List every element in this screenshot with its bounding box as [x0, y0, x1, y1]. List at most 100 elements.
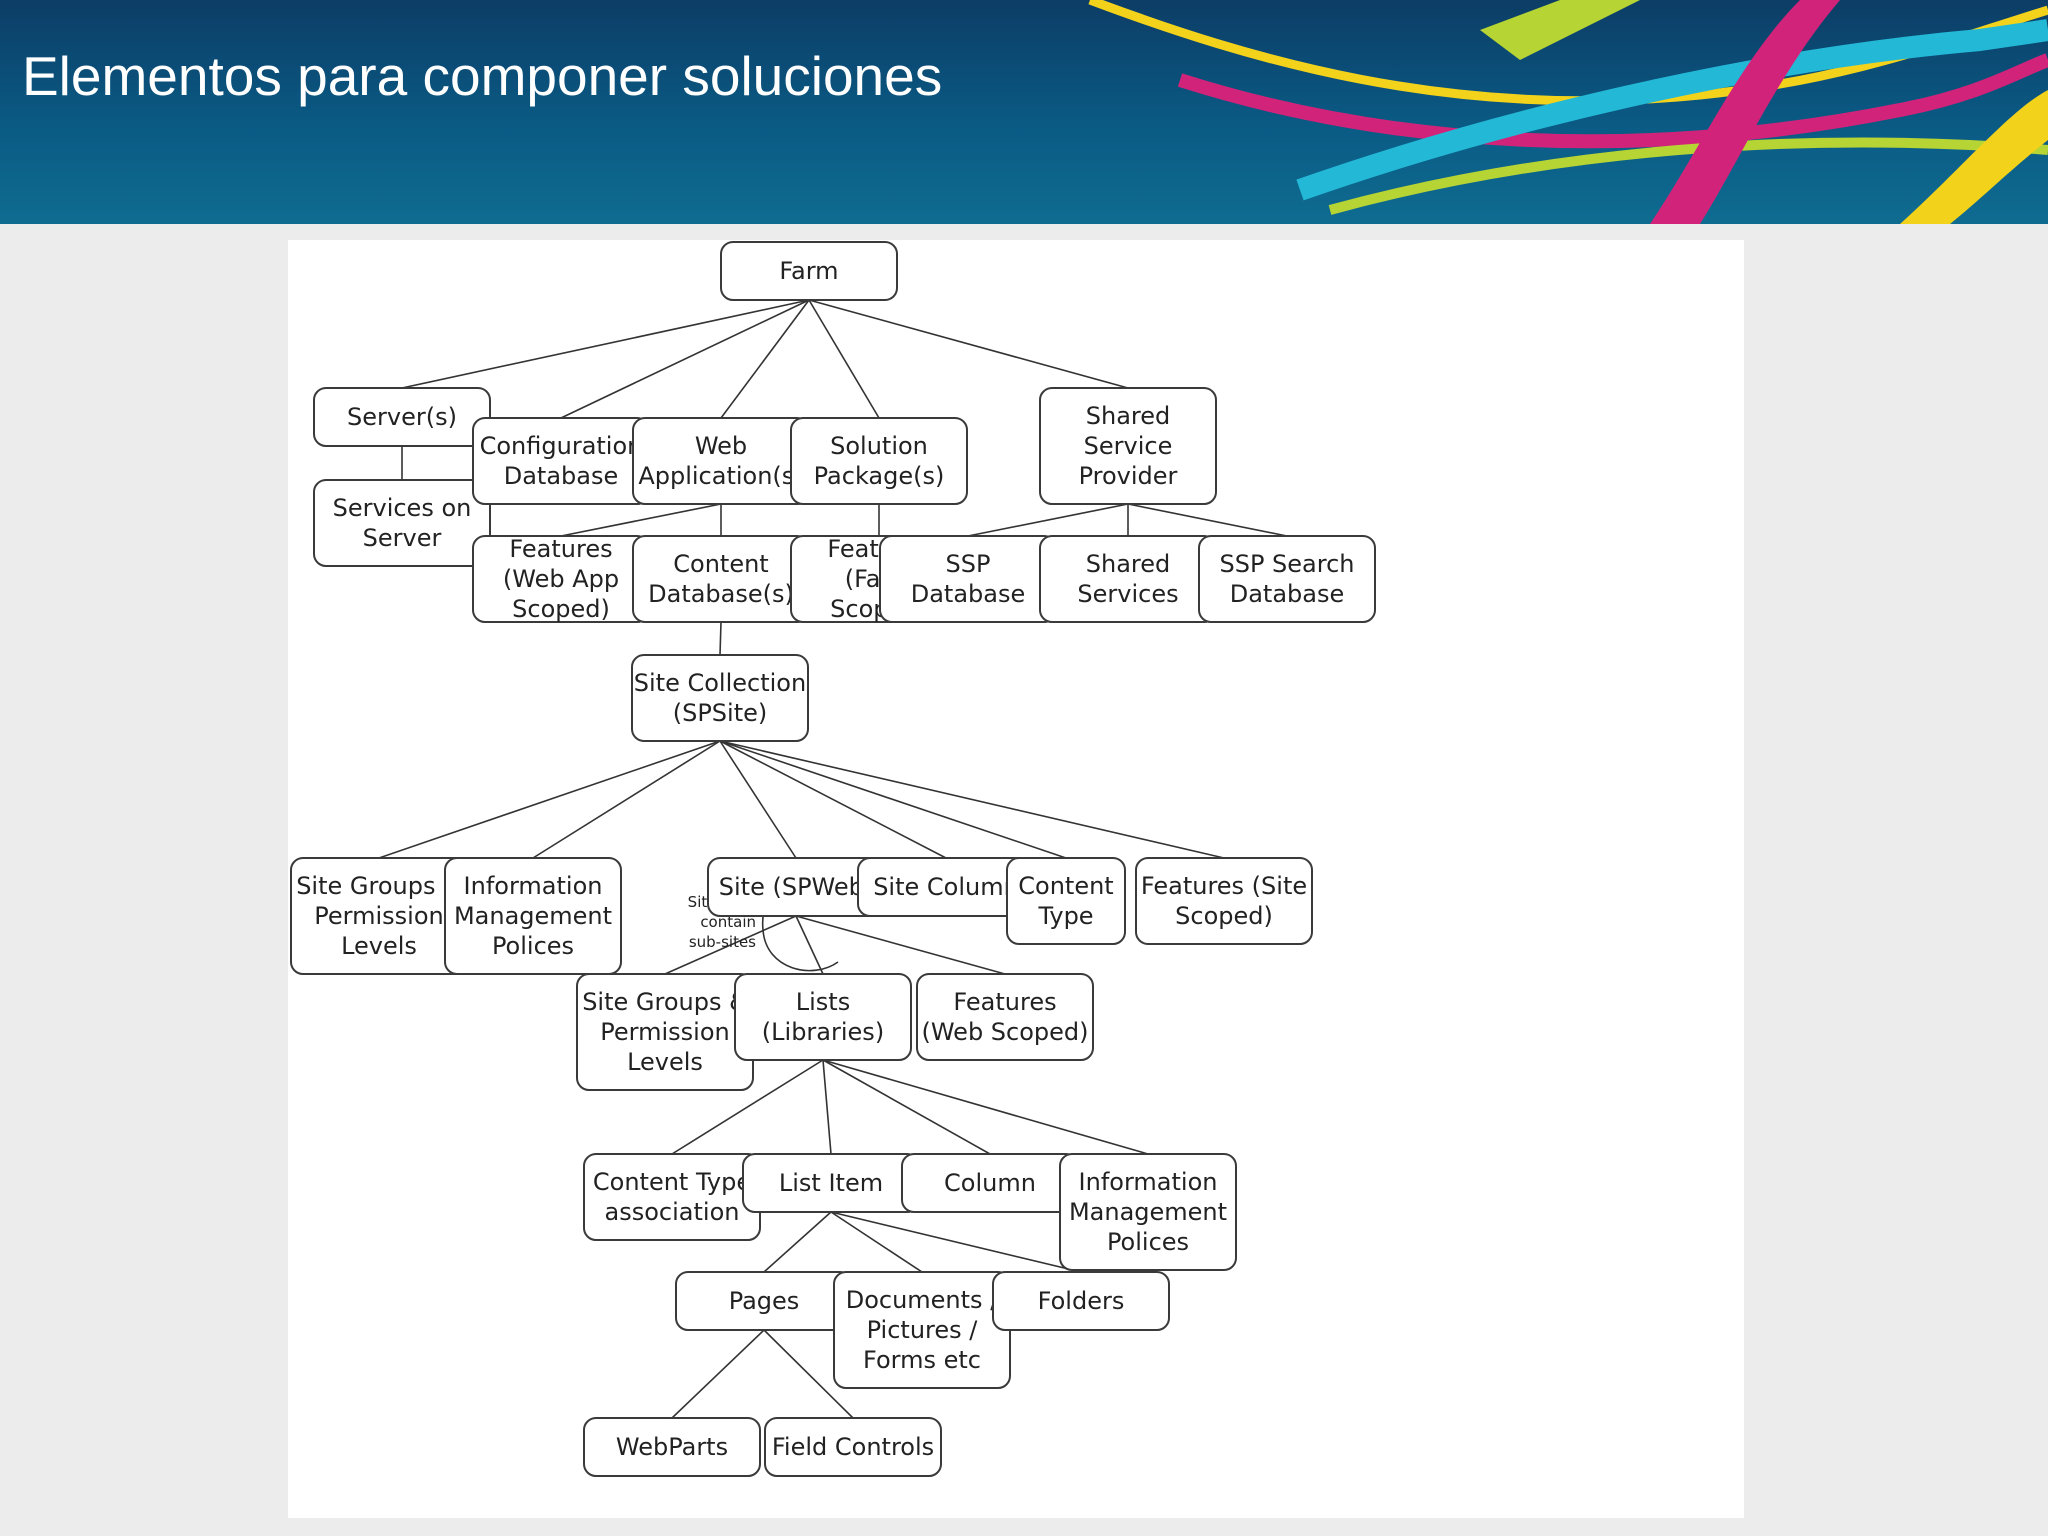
subsite-note-line-2: contain	[700, 913, 756, 931]
node-sitecolumn: Site Column	[857, 857, 1035, 917]
node-label: Site Column	[873, 873, 1019, 901]
node-box	[444, 857, 622, 975]
node-label: Package(s)	[814, 462, 945, 490]
node-label: Shared	[1086, 402, 1171, 430]
edge-site-featweb	[795, 915, 1006, 975]
node-box	[313, 479, 491, 567]
node-label: Site Groups &	[296, 872, 462, 900]
node-box	[472, 417, 650, 505]
diagram-canvas: Sites can contain sub-sites FarmServer(s…	[288, 240, 1744, 1518]
edge-listitem-docs	[830, 1211, 923, 1273]
node-label: Documents /	[846, 1286, 999, 1314]
node-label: Column	[944, 1169, 1036, 1197]
node-webparts: WebParts	[583, 1417, 761, 1477]
edge-listitem-folders	[830, 1211, 1082, 1273]
node-lists: Lists(Libraries)	[734, 973, 912, 1061]
node-site: Site (SPWeb)	[707, 857, 885, 917]
edge-lists-column	[822, 1059, 991, 1155]
node-label: Configuration	[480, 432, 643, 460]
node-label: Forms etc	[863, 1346, 981, 1374]
edge-ssp-sspdb	[967, 503, 1129, 537]
edge-site-sitegroups2	[664, 915, 797, 975]
node-label: WebParts	[616, 1433, 728, 1461]
node-label: Polices	[1107, 1228, 1189, 1256]
node-label: Features	[509, 535, 612, 563]
node-label: Permission	[600, 1018, 729, 1046]
node-label: Solution	[830, 432, 928, 460]
node-label: Scoped)	[1175, 902, 1273, 930]
node-box	[1039, 535, 1217, 623]
node-label: SSP	[946, 550, 991, 578]
edge-contentdb-sitecoll	[719, 621, 722, 656]
node-label: Management	[454, 902, 612, 930]
node-label: Web	[695, 432, 747, 460]
node-label: Database	[1230, 580, 1345, 608]
node-label: Database	[504, 462, 619, 490]
node-box	[632, 417, 810, 505]
node-label: Site Collection	[634, 669, 806, 697]
node-label: Content Type	[593, 1168, 751, 1196]
node-box	[1059, 1153, 1237, 1271]
node-label: Shared	[1086, 550, 1171, 578]
edge-pages-fieldctrl	[763, 1329, 854, 1419]
node-sitecoll: Site Collection(SPSite)	[631, 654, 809, 742]
node-box	[764, 1417, 942, 1477]
node-farm: Farm	[720, 241, 898, 301]
edge-farm-webapp	[720, 299, 810, 419]
node-label: Scoped)	[512, 595, 610, 623]
subsite-note-line-3: sub-sites	[689, 933, 756, 951]
node-box	[583, 1417, 761, 1477]
node-label: Management	[1069, 1198, 1227, 1226]
node-label: Levels	[341, 932, 417, 960]
hierarchy-diagram: Sites can contain sub-sites FarmServer(s…	[290, 241, 1376, 1477]
node-label: Content	[673, 550, 768, 578]
node-box	[632, 535, 810, 623]
edge-lists-listitem	[822, 1059, 832, 1155]
node-fieldctrl: Field Controls	[764, 1417, 942, 1477]
node-label: Pictures /	[867, 1316, 979, 1344]
edge-sitecoll-contenttype	[719, 740, 1067, 859]
node-label: association	[605, 1198, 740, 1226]
node-label: Polices	[492, 932, 574, 960]
node-label: Server(s)	[347, 403, 457, 431]
node-label: (Web App	[503, 565, 619, 593]
edge-pages-webparts	[671, 1329, 765, 1419]
node-box	[734, 973, 912, 1061]
node-label: Services on	[333, 494, 472, 522]
node-label: Features (Site	[1141, 872, 1307, 900]
node-pages: Pages	[675, 1271, 853, 1331]
node-label: Lists	[796, 988, 850, 1016]
edge-sitecoll-sitegroups1	[378, 740, 721, 859]
edge-sitecoll-infomgmt1	[532, 740, 721, 859]
node-label: (SPSite)	[673, 699, 768, 727]
node-label: Content	[1018, 872, 1113, 900]
node-label: Database(s)	[648, 580, 794, 608]
edge-sitecoll-featsite	[719, 740, 1225, 859]
edge-farm-configdb	[560, 299, 810, 419]
node-label: Levels	[627, 1048, 703, 1076]
edge-sitecoll-site	[719, 740, 797, 859]
node-box	[631, 654, 809, 742]
node-label: Server	[363, 524, 442, 552]
node-label: Folders	[1038, 1287, 1125, 1315]
node-label: (Web Scoped)	[921, 1018, 1088, 1046]
node-label: Field Controls	[772, 1433, 934, 1461]
node-label: Type	[1037, 902, 1093, 930]
node-label: Features	[953, 988, 1056, 1016]
slide-header: Elementos para componer soluciones	[0, 0, 2048, 224]
node-box	[583, 1153, 761, 1241]
node-docs: Documents /Pictures /Forms etc	[833, 1271, 1011, 1389]
node-label: Farm	[779, 257, 838, 285]
